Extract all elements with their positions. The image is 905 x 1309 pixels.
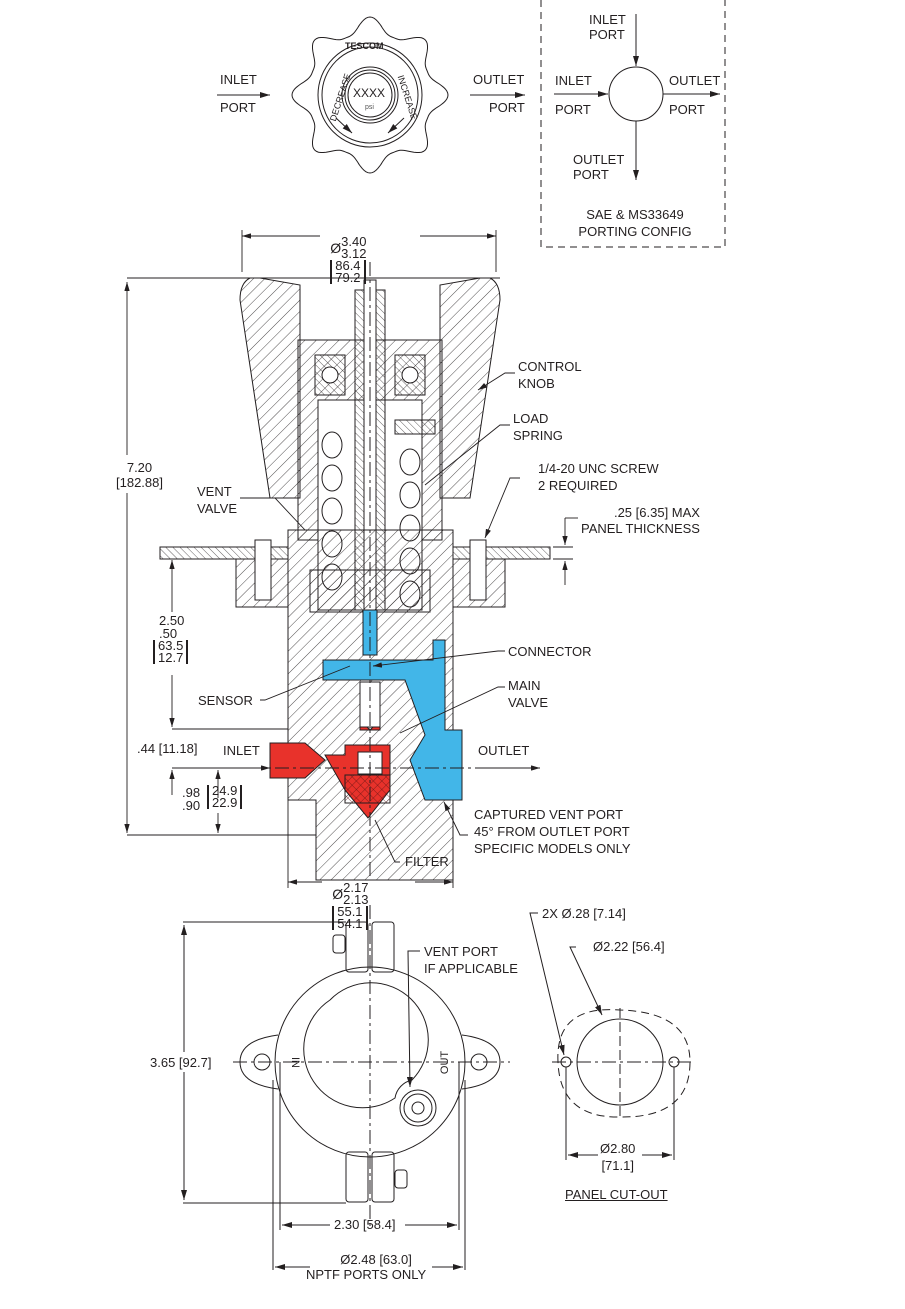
decrease-arrow	[335, 117, 353, 134]
nptf-port-dim: Ø2.48 [63.0]NPTF PORTS ONLY	[306, 1252, 427, 1282]
knob-inlet-port-label: PORT	[220, 100, 256, 115]
inlet-callout: INLET	[223, 743, 260, 758]
panel-to-port-dim: 2.50.50	[159, 613, 185, 641]
outlet-callout: OUTLET	[478, 743, 530, 758]
inlet-pressure-region	[269, 742, 326, 779]
panel-cutout-view	[529, 912, 694, 1160]
knob-outlet-port-label: PORT	[489, 100, 525, 115]
knob-outline	[291, 16, 449, 174]
porting-config-box	[540, 0, 726, 248]
knob-ring-outer	[317, 42, 423, 148]
bottom-width-dim: 2.30 [58.4]	[334, 1217, 396, 1232]
bottom-height-dim: 3.65 [92.7]	[150, 1055, 212, 1070]
bottom-view	[181, 905, 510, 1270]
panel-cutout-title: PANEL CUT-OUT	[565, 1187, 668, 1202]
cutout-holes-dim: 2X Ø.28 [7.14]	[542, 906, 626, 921]
outlet-pressure-region	[322, 639, 463, 801]
section-view	[159, 262, 551, 881]
out-mark: OUT	[439, 1050, 452, 1075]
config-right-port: PORT	[669, 102, 705, 117]
port-offset-dim: .44 [11.18]	[137, 741, 198, 756]
config-left-inlet: INLET	[555, 73, 592, 88]
bore-outline	[303, 982, 429, 1109]
cutout-bore-dim: Ø2.22 [56.4]	[593, 939, 665, 954]
port-to-bottom-dim: .98.90	[182, 785, 201, 813]
setpoint-value: XXXX	[353, 86, 386, 100]
section-dimensions	[124, 230, 578, 888]
in-mark: IN	[289, 1057, 301, 1068]
config-left-port: PORT	[555, 102, 591, 117]
config-right-outlet: OUTLET	[669, 73, 721, 88]
knob-top-view	[217, 16, 525, 174]
panel-right	[452, 546, 551, 560]
filter-callout: FILTER	[405, 854, 449, 869]
flange-right	[461, 1034, 501, 1090]
sensor-callout: SENSOR	[198, 693, 253, 708]
setpoint-unit: psi	[365, 104, 374, 111]
cutout-bolt-circle-dim: Ø2.80[71.1]	[600, 1141, 636, 1173]
brand-logo: TESCOM	[345, 41, 384, 51]
knob-inlet-label: INLET	[220, 72, 257, 87]
increase-arrow	[387, 117, 405, 134]
overall-height-dim: 7.20[182.88]	[116, 460, 163, 490]
knob-outlet-label: OUTLET	[473, 72, 525, 87]
connector-callout: CONNECTOR	[508, 644, 592, 659]
